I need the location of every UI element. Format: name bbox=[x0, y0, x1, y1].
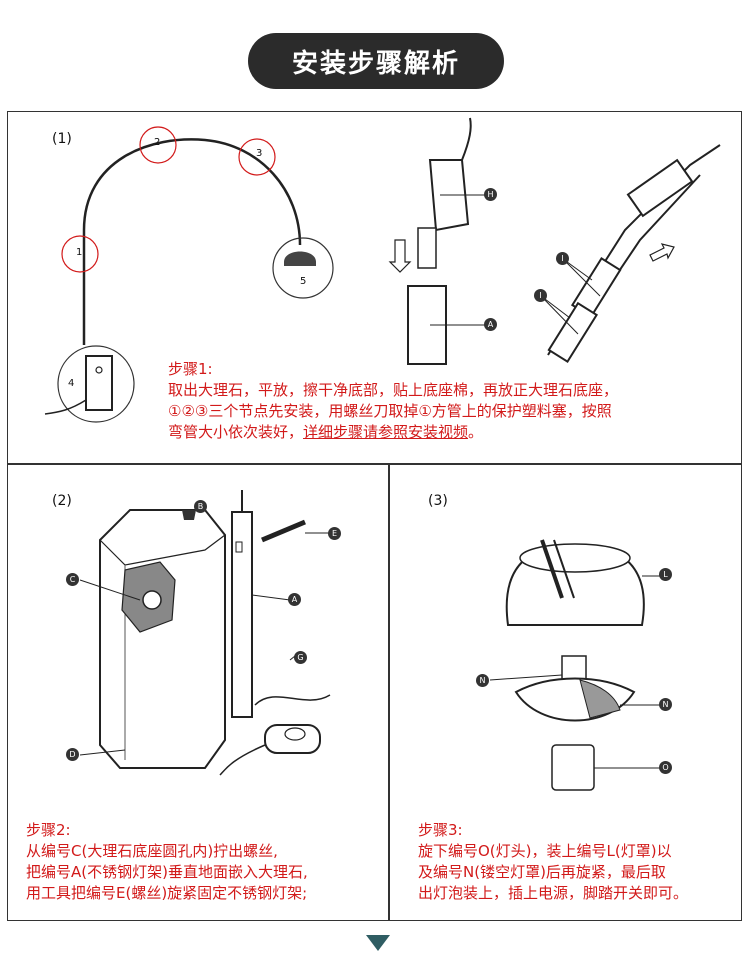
node-label-4: 4 bbox=[68, 378, 75, 389]
part-label-d: D bbox=[66, 748, 79, 761]
video-reference-link[interactable]: 详细步骤请参照安装视频 bbox=[303, 423, 469, 441]
step3-line3: 出灯泡装上，插上电源，脚踏开关即可。 bbox=[418, 884, 689, 902]
step3-line1: 旋下编号O(灯头)，装上编号L(灯罩)以 bbox=[418, 842, 672, 860]
step3-shade-diagram bbox=[489, 539, 660, 791]
part-label-l: L bbox=[659, 568, 672, 581]
step1-line3: 弯管大小依次装好，详细步骤请参照安装视频。 bbox=[168, 422, 618, 443]
node-label-2: 2 bbox=[154, 137, 161, 148]
step2-line2: 把编号A(不锈钢灯架)垂直地面嵌入大理石, bbox=[26, 863, 308, 881]
part-label-e: E bbox=[328, 527, 341, 540]
step3-number: (3) bbox=[428, 493, 448, 509]
node-label-5: 5 bbox=[300, 276, 307, 287]
step2-line1: 从编号C(大理石底座圆孔内)拧出螺丝, bbox=[26, 842, 278, 860]
part-label-o: O bbox=[659, 761, 672, 774]
part-label-n-right: N bbox=[659, 698, 672, 711]
step1-instructions: 步骤1: 取出大理石，平放，擦干净底部，贴上底座棉，再放正大理石底座， ①②③三… bbox=[168, 359, 618, 443]
page-title: 安装步骤解析 bbox=[248, 33, 504, 89]
step1-number: (1) bbox=[52, 131, 72, 147]
part-label-i-top: I bbox=[556, 252, 569, 265]
step1-line3-text: 弯管大小依次装好， bbox=[168, 423, 304, 441]
step3-heading: 步骤3: bbox=[418, 821, 463, 839]
part-label-n-left: N bbox=[476, 674, 489, 687]
step2-heading: 步骤2: bbox=[26, 821, 71, 839]
step1-line2: ①②③三个节点先安装，用螺丝刀取掉①方管上的保护塑料塞，按照 bbox=[168, 402, 612, 420]
instructions-frame bbox=[7, 111, 742, 921]
divider-vertical bbox=[388, 463, 390, 921]
part-label-c: C bbox=[66, 573, 79, 586]
node-label-3: 3 bbox=[256, 148, 263, 159]
step3-line2: 及编号N(镂空灯罩)后再旋紧，最后取 bbox=[418, 863, 666, 881]
step2-instructions: 步骤2: 从编号C(大理石底座圆孔内)拧出螺丝, 把编号A(不锈钢灯架)垂直地面… bbox=[26, 820, 308, 904]
step1-line3-end: 。 bbox=[468, 423, 484, 441]
step1-heading: 步骤1: bbox=[168, 360, 213, 378]
divider-horizontal bbox=[7, 463, 742, 465]
step1-lamp-diagram bbox=[44, 117, 721, 423]
step2-base-diagram bbox=[79, 490, 331, 776]
step2-number: (2) bbox=[52, 493, 72, 509]
step1-line1: 取出大理石，平放，擦干净底部，贴上底座棉，再放正大理石底座， bbox=[168, 381, 619, 399]
part-label-i-bottom: I bbox=[534, 289, 547, 302]
part-label-g: G bbox=[294, 651, 307, 664]
part-label-b: B bbox=[194, 500, 207, 513]
part-label-h: H bbox=[484, 188, 497, 201]
node-label-1: 1 bbox=[76, 247, 83, 258]
part-label-a2: A bbox=[288, 593, 301, 606]
scroll-down-arrow-icon[interactable] bbox=[366, 935, 390, 951]
step3-instructions: 步骤3: 旋下编号O(灯头)，装上编号L(灯罩)以 及编号N(镂空灯罩)后再旋紧… bbox=[418, 820, 688, 904]
part-label-a: A bbox=[484, 318, 497, 331]
step2-line3: 用工具把编号E(螺丝)旋紧固定不锈钢灯架; bbox=[26, 884, 308, 902]
